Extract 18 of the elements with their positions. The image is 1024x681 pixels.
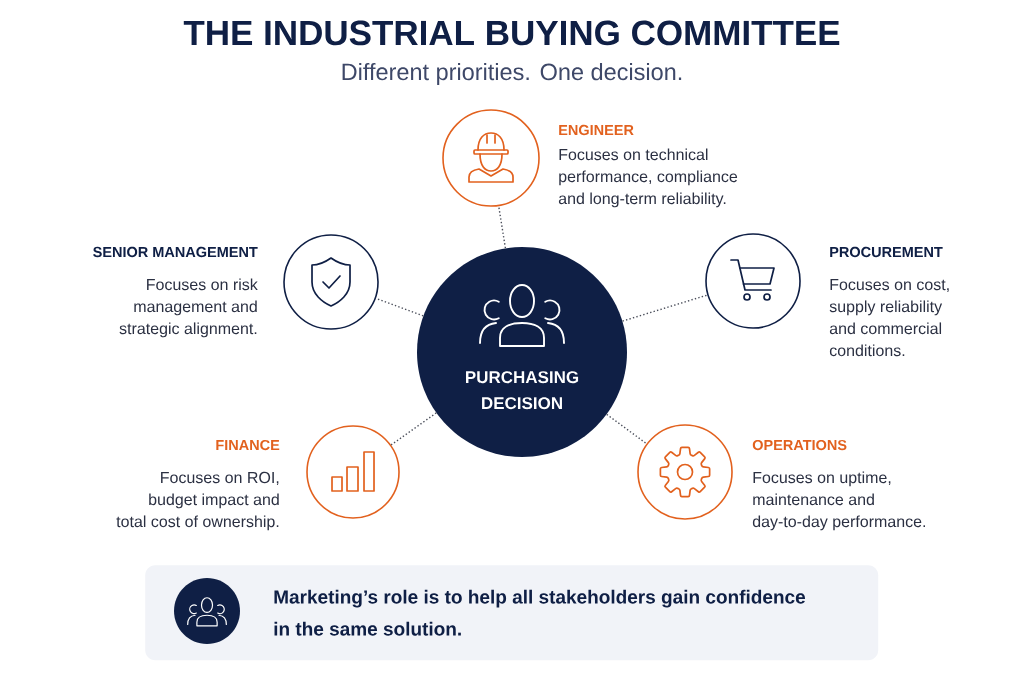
title: THE INDUSTRIAL BUYING COMMITTEE [183,20,840,46]
subtitle: Different priorities. One decision. [342,63,682,85]
description: Focuses on uptime, maintenance and day-to-day performance. [752,471,925,531]
description: Focuses on risk management and strategic alignment. [119,278,258,338]
dotted-line [606,413,648,445]
description: Focuses on cost, supply reliability and commercial conditions. [829,279,949,357]
dotted-line [375,297,424,317]
note-banner: Marketing’s role is to help all stakeholders gain confidence in the same solution. [145,565,879,661]
description: Focuses on ROI, budget impact and total cost of ownership. [116,471,279,531]
dotted-line [390,412,437,446]
heading: OPERATIONS [752,439,847,451]
heading: FINANCE [216,439,280,451]
heading: PROCUREMENT [830,246,943,258]
description: Focuses on technical performance, compliance and long-term reliability. [558,148,738,208]
heading: ENGINEER [559,124,634,136]
dotted-line [498,205,507,249]
heading: SENIOR MANAGEMENT [93,246,258,258]
dotted-line [621,294,709,322]
